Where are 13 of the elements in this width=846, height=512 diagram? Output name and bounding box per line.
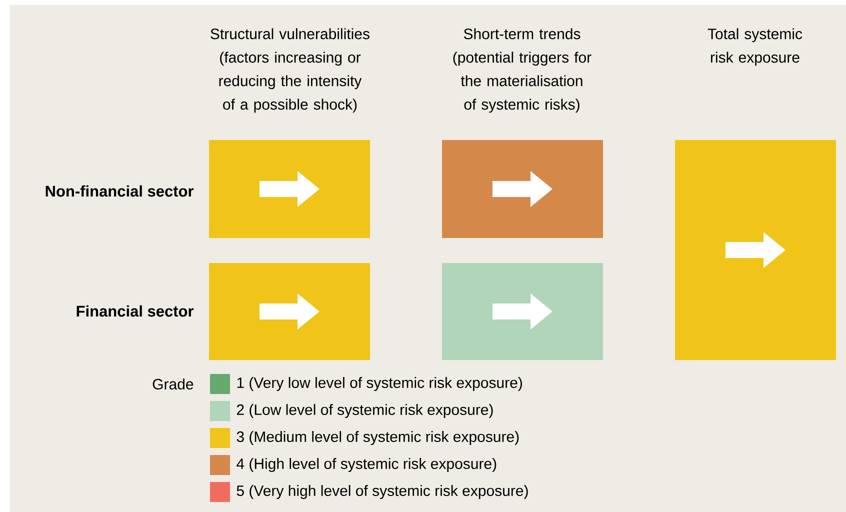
grade-box [442, 263, 603, 360]
grade-box [442, 140, 603, 238]
row-heading: Non-financial sector [46, 185, 194, 197]
legend-text: 4 (High level of systemic risk exposure) [236, 458, 496, 472]
legend-title: Grade [152, 378, 194, 390]
legend-text: 2 (Low level of systemic risk exposure) [236, 404, 493, 418]
legend-text: 1 (Very low level of systemic risk exposure) [237, 377, 522, 391]
grade-box [675, 140, 836, 360]
column-heading: Total systemic risk exposure [708, 28, 802, 66]
grade-box [209, 140, 370, 238]
legend-text: 5 (Very high level of systemic risk exposure) [236, 485, 528, 499]
grade-box [209, 263, 370, 360]
legend-text: 3 (Medium level of systemic risk exposure) [236, 431, 519, 445]
